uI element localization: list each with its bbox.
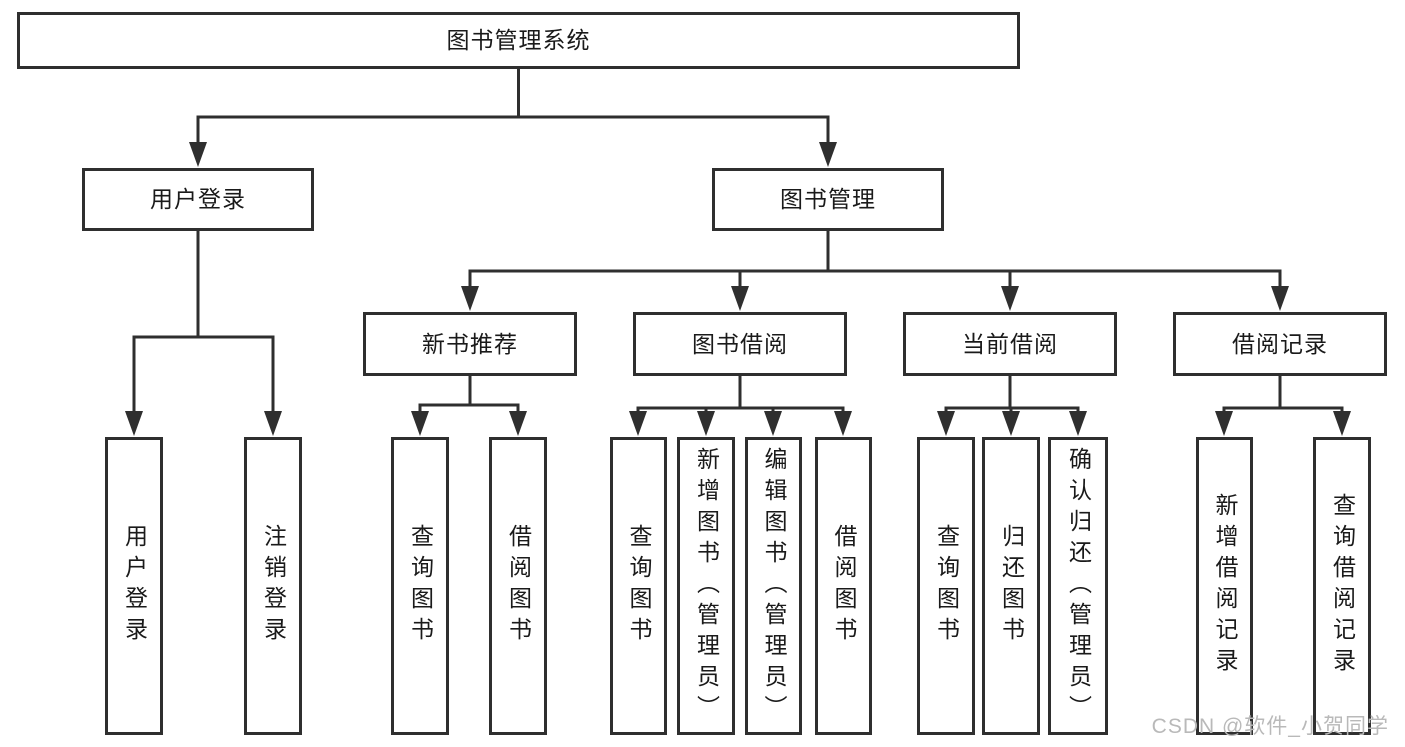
leaf-rec-borrow-books-label: 借阅图书 — [505, 524, 532, 648]
leaf-edit-books-admin: 编辑图书（管理员） — [745, 437, 802, 735]
leaf-logout: 注销登录 — [244, 437, 302, 735]
node-book-borrow: 图书借阅 — [633, 312, 847, 376]
node-current-borrow: 当前借阅 — [903, 312, 1117, 376]
node-book-borrow-label: 图书借阅 — [692, 330, 788, 357]
node-root: 图书管理系统 — [17, 12, 1020, 69]
node-borrow-records: 借阅记录 — [1173, 312, 1387, 376]
leaf-confirm-return-admin-label: 确认归还（管理员） — [1065, 446, 1092, 726]
leaf-add-books-admin: 新增图书（管理员） — [677, 437, 735, 735]
node-current-borrow-label: 当前借阅 — [962, 330, 1058, 357]
leaf-current-query-books: 查询图书 — [917, 437, 975, 735]
leaf-return-books: 归还图书 — [982, 437, 1040, 735]
leaf-return-books-label: 归还图书 — [998, 524, 1025, 648]
leaf-borrow-books: 借阅图书 — [815, 437, 872, 735]
leaf-query-borrow-record-label: 查询借阅记录 — [1329, 493, 1356, 679]
node-borrow-records-label: 借阅记录 — [1232, 330, 1328, 357]
connector-current-borrow-to-leaves — [937, 375, 1087, 436]
leaf-rec-query-books-label: 查询图书 — [407, 524, 434, 648]
leaf-current-query-books-label: 查询图书 — [933, 524, 960, 648]
watermark: CSDN @软件_小贺同学 — [1151, 715, 1389, 738]
node-user-login-label: 用户登录 — [150, 186, 246, 212]
connector-book-mgmt-to-level3 — [461, 230, 1289, 311]
leaf-rec-borrow-books: 借阅图书 — [489, 437, 547, 735]
leaf-edit-books-admin-label: 编辑图书（管理员） — [761, 446, 787, 726]
leaf-add-borrow-record: 新增借阅记录 — [1196, 437, 1253, 735]
node-new-book-rec: 新书推荐 — [363, 312, 577, 376]
node-book-mgmt: 图书管理 — [712, 168, 944, 231]
connector-borrow-records-to-leaves — [1215, 375, 1351, 436]
connector-new-book-rec-to-leaves — [411, 375, 527, 436]
node-root-label: 图书管理系统 — [446, 27, 591, 53]
leaf-add-borrow-record-label: 新增借阅记录 — [1212, 493, 1238, 679]
leaf-user-login: 用户登录 — [105, 437, 163, 735]
leaf-logout-label: 注销登录 — [260, 524, 287, 648]
leaf-rec-query-books: 查询图书 — [391, 437, 449, 735]
connector-user-login-to-leaves — [125, 230, 282, 436]
leaf-user-login-label: 用户登录 — [121, 524, 148, 648]
node-book-mgmt-label: 图书管理 — [780, 186, 876, 212]
leaf-borrow-books-label: 借阅图书 — [831, 524, 857, 648]
leaf-borrow-query-books-label: 查询图书 — [626, 524, 652, 648]
node-user-login: 用户登录 — [82, 168, 314, 231]
leaf-add-books-admin-label: 新增图书（管理员） — [693, 446, 720, 726]
leaf-confirm-return-admin: 确认归还（管理员） — [1048, 437, 1108, 735]
connector-book-borrow-to-leaves — [629, 375, 852, 436]
node-new-book-rec-label: 新书推荐 — [422, 330, 518, 357]
leaf-borrow-query-books: 查询图书 — [610, 437, 667, 735]
leaf-query-borrow-record: 查询借阅记录 — [1313, 437, 1371, 735]
connector-root-to-level2 — [189, 68, 837, 167]
